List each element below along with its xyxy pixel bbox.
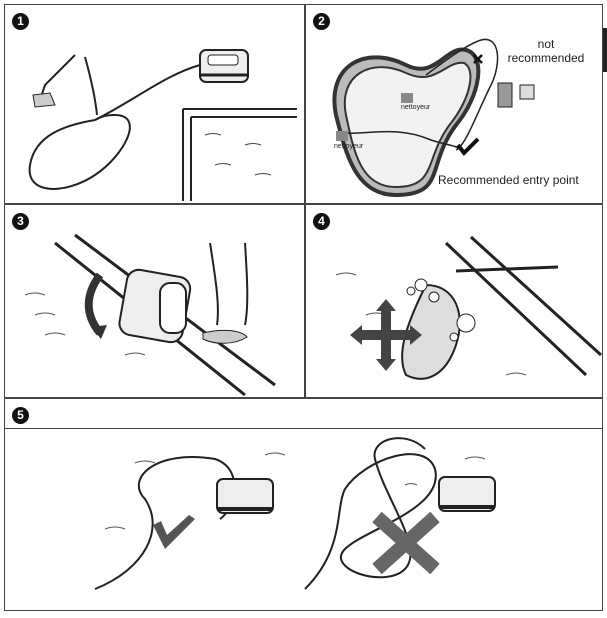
panel-step-2: 2 not recommended Recommended entry poin… (305, 4, 603, 204)
illustration-place-robot (24, 233, 276, 397)
panel-step-1: 1 (4, 4, 305, 204)
step-badge-5: 5 (12, 407, 29, 424)
recommended-entry-label: Recommended entry point (438, 173, 579, 187)
illustration-lower-robot (28, 49, 297, 201)
panel-step-4: 4 (305, 204, 603, 398)
page-edge-tab (601, 28, 607, 72)
illustration-pool-entry (332, 38, 535, 198)
step-badge-4: 4 (313, 213, 330, 230)
not-recommended-label: not recommended (507, 37, 585, 65)
step-badge-1: 1 (12, 13, 29, 30)
cleaner-label-1: nettoyeur (401, 104, 431, 111)
divider-line (5, 428, 602, 429)
illustration-submerge-robot (335, 235, 602, 380)
step-badge-2: 2 (313, 13, 330, 30)
panel-step-3: 3 (4, 204, 305, 398)
panel-step-5: 5 (4, 398, 603, 611)
step-badge-3: 3 (12, 213, 29, 230)
illustration-cable-layout (94, 437, 496, 590)
cleaner-label-2: nettoyeur (334, 143, 364, 150)
